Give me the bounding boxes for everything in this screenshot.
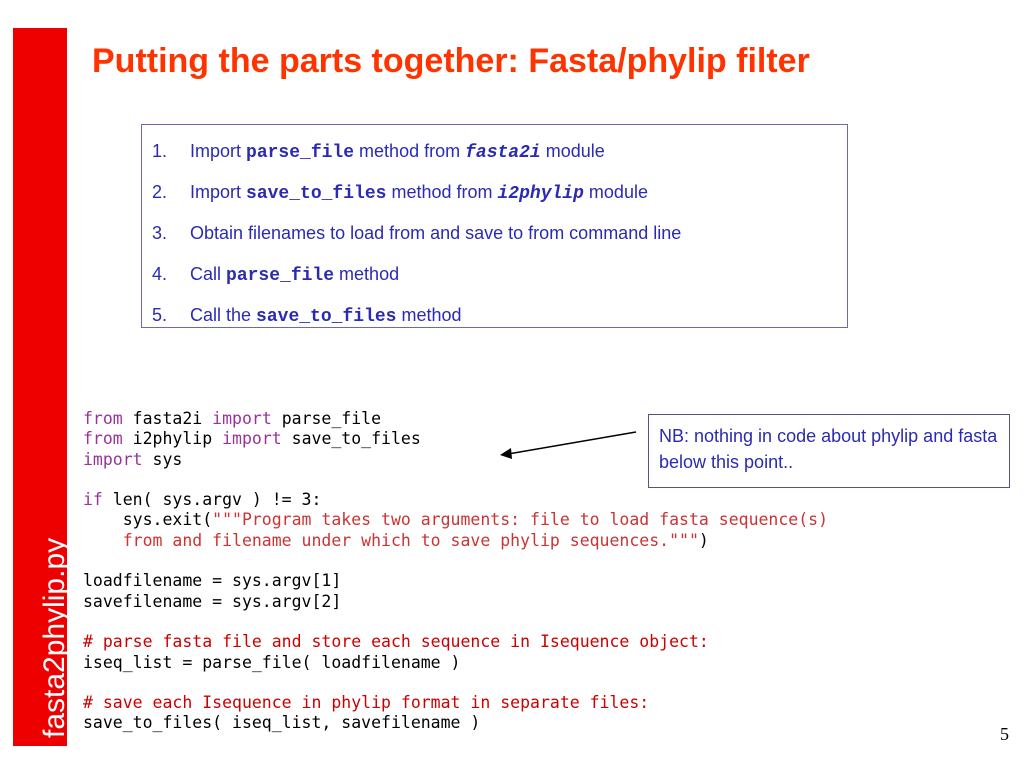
code-token: if [83, 490, 103, 510]
code-line: import sys [83, 450, 1003, 470]
code-token: i2phylip [122, 429, 223, 449]
code-token: ) [698, 530, 709, 550]
page-number: 5 [1000, 724, 1009, 744]
step-text: Import save_to_files method from i2phyli… [190, 182, 648, 204]
step-item: 1. Import parse_file method from fasta2i … [142, 131, 847, 172]
step-item: 5. Call the save_to_files method [142, 295, 847, 336]
code-token: from [83, 409, 123, 428]
step-number: 5. [152, 305, 168, 325]
code-line: from i2phylip import save_to_files [83, 429, 1003, 449]
step-code-term: fasta2i [465, 142, 541, 163]
step-text-part: Call [190, 263, 227, 284]
step-number: 1. [152, 141, 168, 161]
steps-box: 1. Import parse_file method from fasta2i … [141, 124, 848, 328]
code-token: # save each Isequence in phylip format i… [83, 693, 650, 713]
code-token: from and filename under which to save ph… [83, 530, 699, 550]
code-line: savefilename = sys.argv[2] [83, 592, 1003, 612]
code-token: """Program takes two arguments: file to … [212, 510, 829, 530]
note-text: NB: nothing in code about phylip and fas… [659, 426, 998, 472]
slide-title: Putting the parts together: Fasta/phylip… [92, 42, 810, 80]
step-number: 4. [152, 264, 168, 284]
step-text-part: method [334, 263, 400, 284]
step-code-term: save_to_files [256, 306, 397, 327]
step-text-part: Import [190, 181, 247, 202]
sidebar-file-label: fasta2phylip.py [38, 537, 71, 738]
step-number: 2. [152, 182, 168, 202]
code-line [83, 612, 1003, 632]
code-token: # parse fasta file and store each sequen… [83, 632, 709, 652]
step-text: Call parse_file method [190, 264, 399, 286]
step-text-part: method from [386, 181, 498, 202]
code-line [83, 551, 1003, 571]
step-code-term: parse_file [246, 142, 355, 163]
code-token: import [212, 409, 272, 428]
step-text-part: module [583, 181, 648, 202]
code-token: fasta2i [122, 409, 213, 428]
code-line: sys.exit("""Program takes two arguments:… [83, 510, 1003, 530]
step-text-part: method [396, 304, 462, 325]
step-item: 2. Import save_to_files method from i2phy… [142, 172, 847, 213]
code-line: save_to_files( iseq_list, savefilename ) [83, 713, 1003, 733]
code-token: parse_file [271, 409, 382, 428]
code-line: # parse fasta file and store each sequen… [83, 632, 1003, 652]
step-text: Import parse_file method from fasta2i mo… [190, 141, 605, 163]
step-text-part: Obtain filenames to load from and save t… [190, 223, 682, 243]
code-line [83, 673, 1003, 693]
code-token: loadfilename = sys.argv[1] [83, 571, 342, 591]
step-text-part: module [540, 140, 605, 161]
code-token: from [83, 429, 123, 449]
step-text-part: Call the [190, 304, 257, 325]
step-code-term: i2phylip [497, 183, 584, 204]
code-line: from fasta2i import parse_file [83, 409, 1003, 429]
step-text-part: Import [190, 140, 247, 161]
code-token: iseq_list = parse_file( loadfilename ) [83, 652, 461, 672]
code-token: save_to_files( iseq_list, savefilename ) [83, 713, 481, 733]
note-box: NB: nothing in code about phylip and fas… [648, 414, 1010, 488]
step-item: 3. Obtain filenames to load from and save… [142, 213, 847, 254]
code-line: loadfilename = sys.argv[1] [83, 571, 1003, 591]
code-token: save_to_files [281, 429, 421, 449]
step-text: Obtain filenames to load from and save t… [190, 223, 681, 244]
code-token: sys [142, 449, 183, 469]
step-text: Call the save_to_files method [190, 305, 462, 327]
code-line: iseq_list = parse_file( loadfilename ) [83, 653, 1003, 673]
code-line: if len( sys.argv ) != 3: [83, 490, 1003, 510]
step-number: 3. [152, 223, 168, 243]
step-text-part: method from [354, 140, 466, 161]
code-line: from and filename under which to save ph… [83, 531, 1003, 551]
code-token: savefilename = sys.argv[2] [83, 591, 342, 611]
step-item: 4. Call parse_file method [142, 254, 847, 295]
code-token: sys.exit( [83, 510, 213, 530]
code-line: # save each Isequence in phylip format i… [83, 693, 1003, 713]
code-token: import [83, 449, 143, 469]
step-code-term: save_to_files [246, 183, 387, 204]
step-code-term: parse_file [226, 265, 335, 286]
code-token: import [222, 429, 282, 449]
steps-list: 1. Import parse_file method from fasta2i … [142, 125, 847, 336]
code-token: len( sys.argv ) != 3: [102, 490, 322, 510]
sidebar-bar [13, 28, 67, 746]
